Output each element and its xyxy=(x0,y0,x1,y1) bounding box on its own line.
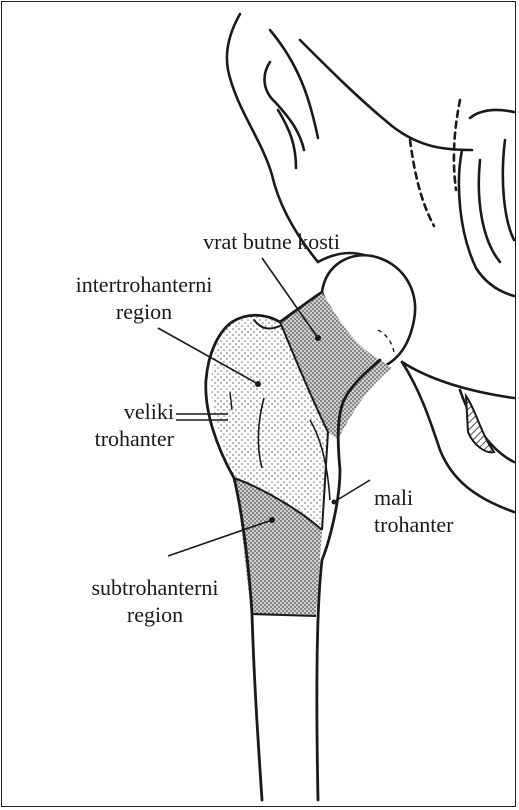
label-subtrochanteric: subtrohanterni region xyxy=(60,574,250,628)
label-greater-trochanter-line1: veliki xyxy=(40,398,174,425)
label-lesser-trochanter-line2: trohanter xyxy=(374,511,494,538)
label-intertrochanteric: intertrohanterni region xyxy=(44,271,244,325)
label-intertrochanteric-line1: intertrohanterni xyxy=(44,271,244,298)
label-greater-trochanter: veliki trohanter xyxy=(40,398,174,452)
label-intertrochanteric-line2: region xyxy=(44,298,244,325)
label-lesser-trochanter-line1: mali xyxy=(374,484,494,511)
ischium-hatched xyxy=(466,396,494,452)
label-subtrochanteric-line2: region xyxy=(60,601,250,628)
label-lesser-trochanter: mali trohanter xyxy=(374,484,494,538)
label-subtrochanteric-line1: subtrohanterni xyxy=(60,574,250,601)
label-neck-of-femur: vrat butne kosti xyxy=(112,228,340,255)
label-neck-of-femur-text: vrat butne kosti xyxy=(203,229,340,254)
label-greater-trochanter-line2: trohanter xyxy=(40,425,174,452)
